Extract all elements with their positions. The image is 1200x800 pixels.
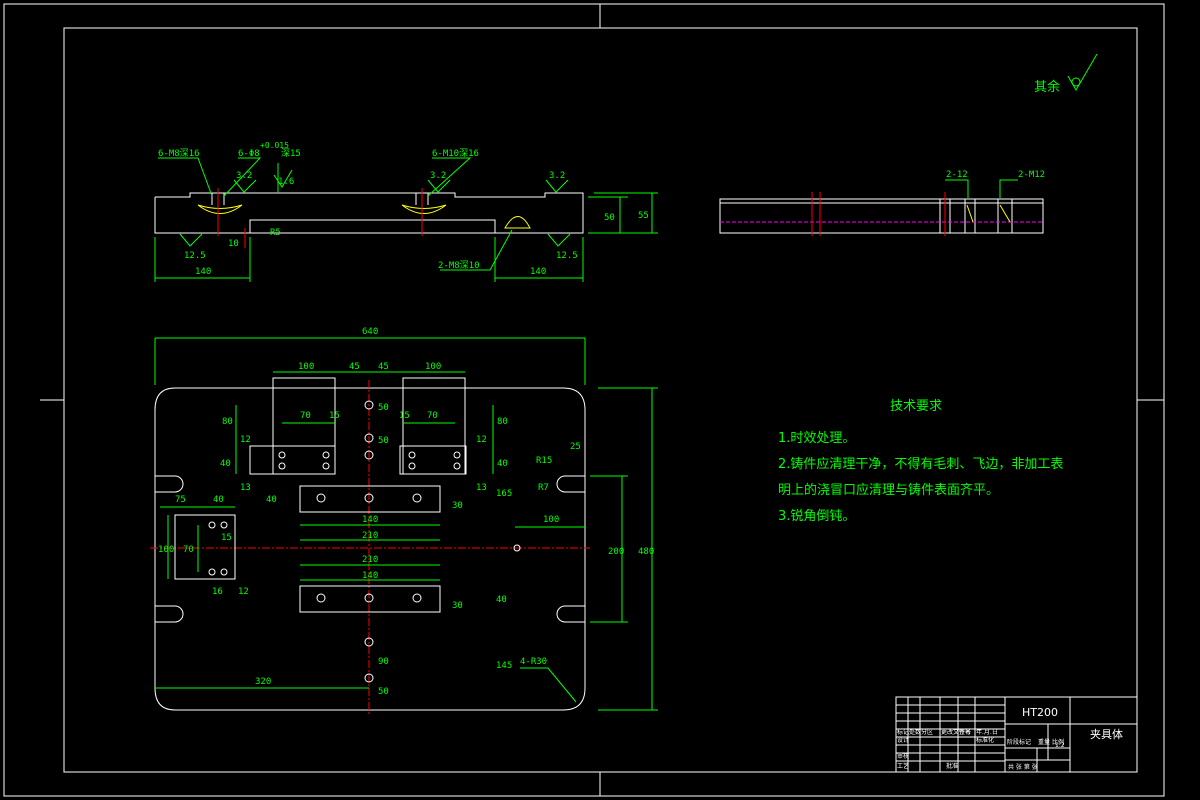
dim-75: 75 <box>175 495 186 505</box>
sheet-frame <box>3 3 1165 797</box>
callout-2-12: 2-12 <box>946 170 968 180</box>
roughness-1: 3.2 <box>236 171 252 181</box>
roughness-2: 3.2 <box>430 171 446 181</box>
callout-phi8: 6-Φ8 <box>238 149 260 159</box>
dim-70-c: 70 <box>183 545 194 555</box>
title-scale: 1:2 <box>1055 742 1065 749</box>
dim-165: 165 <box>496 489 512 499</box>
dim-100-b: 100 <box>425 362 441 372</box>
dim-25: 25 <box>570 442 581 452</box>
roughness-note-text: 其余 <box>1034 79 1060 95</box>
tb-standard: 标准化 <box>976 736 994 744</box>
dim-70-a: 70 <box>300 411 311 421</box>
dim-40-c: 40 <box>266 495 277 505</box>
dim-210-a: 210 <box>362 531 378 541</box>
tb-design: 设计 <box>897 736 909 744</box>
front-section-view: 6-M8深16 6-Φ8 +0.015 深15 6-M10深16 2-M8深10… <box>154 141 658 282</box>
callout-2-m12: 2-M12 <box>1018 170 1045 180</box>
dim-15-c: 15 <box>221 533 232 543</box>
roughness-5: 12.5 <box>184 251 206 261</box>
roughness-4: 1.6 <box>278 177 294 187</box>
tb-change-doc: 更改文件号 <box>941 728 971 736</box>
dim-80-b: 80 <box>497 417 508 427</box>
tb-zone: 分区 <box>921 728 933 736</box>
dim-320: 320 <box>255 677 271 687</box>
dim-40-d: 40 <box>213 495 224 505</box>
dim-45-a: 45 <box>349 362 360 372</box>
dim-50-c: 50 <box>378 687 389 697</box>
dim-55: 55 <box>638 211 649 221</box>
dim-100-a: 100 <box>298 362 314 372</box>
dim-12-a: 12 <box>240 435 251 445</box>
dim-50: 50 <box>604 213 615 223</box>
tech-requirements-title: 技术要求 <box>890 399 942 414</box>
roughness-note: 其余 <box>1034 53 1098 95</box>
dim-13-a: 13 <box>240 483 251 493</box>
tb-stage: 阶段标记 <box>1007 738 1031 746</box>
dim-30-a: 30 <box>452 501 463 511</box>
plan-view: 640 100 45 45 100 70 15 15 70 80 80 12 1… <box>150 327 658 715</box>
dim-640: 640 <box>362 327 378 337</box>
dim-140-right: 140 <box>530 267 546 277</box>
tb-signature: 签名 <box>959 728 971 736</box>
tb-sheets: 共 张 第 张 <box>1008 763 1038 771</box>
tb-date: 年.月.日 <box>976 728 998 736</box>
callout-m8: 6-M8深16 <box>158 148 200 159</box>
tech-item-3: 3.锐角倒钝。 <box>778 509 855 524</box>
tech-requirements: 技术要求 1.时效处理。 2.铸件应清理干净，不得有毛刺、飞边，非加工表 明上的… <box>778 399 1063 524</box>
dim-100-c: 100 <box>158 545 174 555</box>
dim-r7: R7 <box>538 483 549 493</box>
dim-4-r30: 4-R30 <box>520 657 547 667</box>
dim-145: 145 <box>496 661 512 671</box>
tb-mark: 标记 <box>897 728 909 736</box>
callout-m8-depth10: 2-M8深10 <box>438 260 480 271</box>
title-part-name: 夹具体 <box>1090 727 1123 741</box>
dim-40-a: 40 <box>220 459 231 469</box>
dim-90: 90 <box>378 657 389 667</box>
dim-480: 480 <box>638 547 654 557</box>
dim-r15: R15 <box>536 456 552 466</box>
dim-15-a: 15 <box>329 411 340 421</box>
dim-10: 10 <box>228 239 239 249</box>
callout-depth15: 深15 <box>281 148 301 159</box>
dim-50-a: 50 <box>378 403 389 413</box>
tb-ratio: 比例 <box>1052 738 1064 746</box>
dim-80-a: 80 <box>222 417 233 427</box>
dim-140-b: 140 <box>362 571 378 581</box>
dim-140-left: 140 <box>195 267 211 277</box>
dim-40-b: 40 <box>497 459 508 469</box>
tech-item-1: 1.时效处理。 <box>778 431 855 446</box>
roughness-3: 3.2 <box>549 171 565 181</box>
dim-70-b: 70 <box>427 411 438 421</box>
dim-30-b: 30 <box>452 601 463 611</box>
dim-r5: R5 <box>270 228 281 238</box>
tb-review: 审核 <box>897 752 909 760</box>
dim-140-a: 140 <box>362 515 378 525</box>
dim-100-d: 100 <box>543 515 559 525</box>
dim-16: 16 <box>212 587 223 597</box>
callout-m10: 6-M10深16 <box>432 148 479 159</box>
title-block: HT200 夹具体 1:2 标记 处数 分区 更改文件号 签名 年.月.日 设计… <box>895 696 1138 773</box>
side-view: 2-12 2-M12 <box>719 170 1045 236</box>
dim-12-b: 12 <box>476 435 487 445</box>
dim-50-b: 50 <box>378 436 389 446</box>
tb-process: 工艺 <box>897 762 909 770</box>
dim-13-b: 13 <box>476 483 487 493</box>
dim-200: 200 <box>608 547 624 557</box>
dim-15-b: 15 <box>399 411 410 421</box>
dim-45-b: 45 <box>378 362 389 372</box>
dim-12-c: 12 <box>238 587 249 597</box>
tech-item-2: 2.铸件应清理干净，不得有毛刺、飞边，非加工表 <box>778 456 1063 472</box>
callout-tolerance: +0.015 <box>260 141 289 150</box>
dim-210-b: 210 <box>362 555 378 565</box>
roughness-6: 12.5 <box>556 251 578 261</box>
title-material: HT200 <box>1022 706 1058 719</box>
tb-weight: 重量 <box>1038 738 1050 746</box>
tech-item-2-cont: 明上的浇冒口应清理与铸件表面齐平。 <box>778 482 999 498</box>
dim-40-e: 40 <box>496 595 507 605</box>
tb-count: 处数 <box>909 728 921 736</box>
tb-approve: 批准 <box>946 762 958 770</box>
